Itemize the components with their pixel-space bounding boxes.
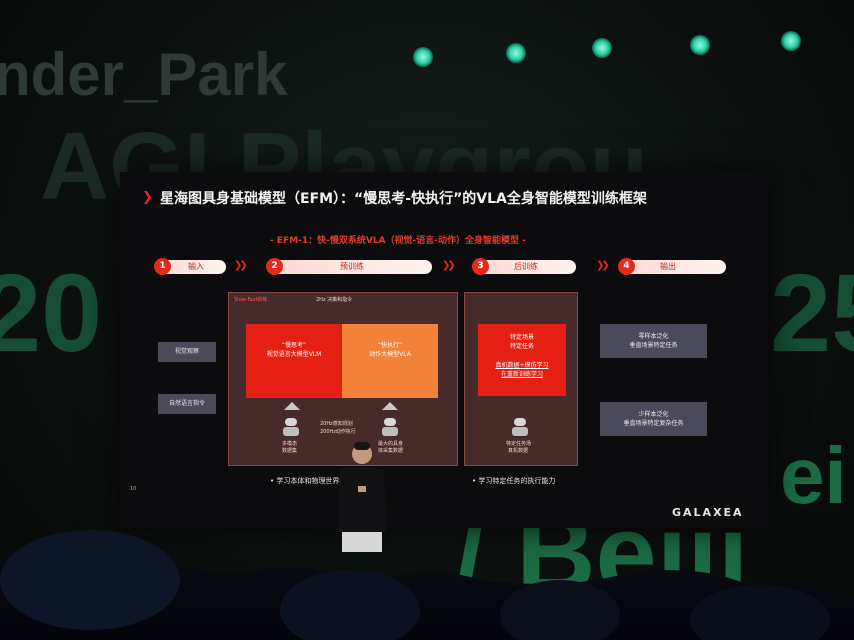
robot-icon bbox=[283, 418, 299, 436]
posttrain-caption: • 学习特定任务的执行能力 bbox=[472, 477, 556, 485]
fast-title: “快执行” bbox=[377, 342, 403, 349]
output-line: 零样本泛化 bbox=[638, 333, 669, 340]
posttrain-line-4: 在重新训练学习 bbox=[500, 371, 543, 378]
fast-desc: 动作大模型VLA bbox=[369, 351, 411, 358]
step-number: 3 bbox=[472, 258, 489, 275]
robot-left-label-2: 数据集 bbox=[282, 448, 298, 454]
robot-right-label-1: 最大的具身 bbox=[378, 441, 404, 447]
projection-screen: ❯ 星海图具身基础模型（EFM）：“慢思考-快执行”的VLA全身智能模型训练框架… bbox=[120, 172, 768, 528]
posttrain-line-3: 真机数据+模仿学习 bbox=[495, 362, 549, 369]
slow-desc: 视觉语言大模型VLM bbox=[266, 351, 322, 358]
stage-light bbox=[781, 31, 801, 51]
step-label: 后训练 bbox=[514, 262, 538, 271]
step-label: 预训练 bbox=[340, 262, 364, 271]
page-number: 10 bbox=[130, 486, 137, 492]
wall-year-right: 25 bbox=[770, 252, 854, 375]
slide-subtitle: - EFM-1：快-慢双系统VLA（视觉-语言-动作）全身智能模型 - bbox=[270, 236, 526, 246]
pretrain-caption: • 学习本体和物理世界知识规则 bbox=[270, 477, 368, 485]
title-chevron-icon: ❯ bbox=[142, 190, 153, 205]
posttrain-task-box: 特定场景 特定任务 真机数据+模仿学习 在重新训练学习 bbox=[478, 324, 566, 396]
robot-icon bbox=[382, 418, 398, 436]
pretrain-top-note: 2Hz 决策和指令 bbox=[316, 297, 353, 303]
up-arrow-icon bbox=[382, 402, 398, 410]
robot-left-label-1: 多模态 bbox=[282, 441, 298, 447]
slide-title: 星海图具身基础模型（EFM）：“慢思考-快执行”的VLA全身智能模型训练框架 bbox=[160, 191, 647, 207]
stage-light bbox=[506, 43, 526, 63]
step-number: 2 bbox=[266, 258, 283, 275]
stage-light bbox=[690, 35, 710, 55]
robot-icon bbox=[512, 418, 528, 436]
step-number: 4 bbox=[618, 258, 635, 275]
galaxea-logo: GALAXEA bbox=[672, 506, 744, 519]
output-few-shot: 少样本泛化 垂直场景特定复杂任务 bbox=[600, 402, 707, 436]
output-zero-shot: 零样本泛化 垂直场景特定任务 bbox=[600, 324, 707, 358]
output-line: 垂直场景特定复杂任务 bbox=[623, 420, 684, 427]
stage-light bbox=[413, 47, 433, 67]
wall-city-right: ei bbox=[780, 431, 847, 520]
posttrain-line-2: 特定任务 bbox=[509, 343, 534, 350]
robot-right-label-2: 体采集数据 bbox=[378, 448, 404, 454]
flow-chevron-icon: ❯❯ bbox=[596, 260, 610, 271]
posttrain-line-1: 特定场景 bbox=[509, 334, 534, 341]
speaker-figure bbox=[338, 442, 386, 552]
stage-light bbox=[592, 38, 612, 58]
step-bar-2 bbox=[270, 260, 432, 274]
step-number: 1 bbox=[154, 258, 171, 275]
input-language-instruction: 自然语言指令 bbox=[158, 394, 216, 414]
output-line: 少样本泛化 bbox=[638, 411, 669, 418]
flow-chevron-icon: ❯❯ bbox=[234, 260, 248, 271]
audience-silhouette bbox=[0, 530, 854, 640]
wall-sign-top: nder_Park bbox=[0, 41, 288, 108]
pretrain-tag: Slow-Fast训练 bbox=[234, 297, 268, 303]
posttrain-robot-label-1: 特定任务场 bbox=[506, 441, 532, 447]
step-bar-3 bbox=[476, 260, 576, 274]
pretrain-note-2: 200Hz动作执行 bbox=[320, 429, 356, 435]
output-line: 垂直场景特定任务 bbox=[629, 342, 678, 349]
step-label: 输入 bbox=[188, 262, 204, 271]
wall-year-left: 20 bbox=[0, 252, 103, 375]
up-arrow-icon bbox=[284, 402, 300, 410]
slow-thinking-box: “慢思考” 视觉语言大模型VLM bbox=[246, 324, 342, 398]
step-bar-4 bbox=[620, 260, 726, 274]
pretrain-note-1: 20Hz感知规划 bbox=[320, 421, 353, 427]
fast-execution-box: “快执行” 动作大模型VLA bbox=[342, 324, 438, 398]
step-label: 输出 bbox=[660, 262, 676, 271]
slow-title: “慢思考” bbox=[281, 342, 307, 349]
posttrain-robot-label-2: 真机数据 bbox=[508, 448, 529, 454]
input-visual-observation: 视觉观察 bbox=[158, 342, 216, 362]
step-bar-1 bbox=[158, 260, 226, 274]
flow-chevron-icon: ❯❯ bbox=[442, 260, 456, 271]
